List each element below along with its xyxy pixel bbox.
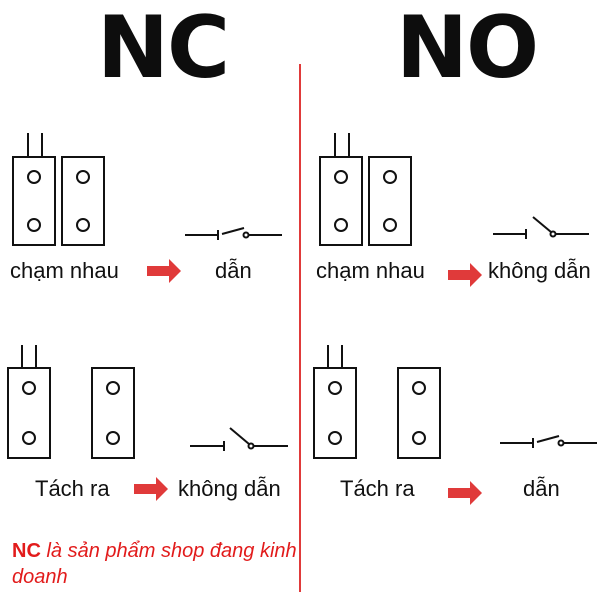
screw-hole bbox=[383, 218, 397, 232]
nc-row1-state-label: chạm nhau bbox=[10, 258, 119, 283]
magnet-block bbox=[368, 156, 412, 246]
sensor-block-wired bbox=[313, 367, 357, 459]
nc-switch-symbol-open bbox=[190, 427, 288, 451]
screw-hole bbox=[334, 170, 348, 184]
switch-pivot bbox=[247, 442, 255, 450]
nc-row1-result-label: dẫn bbox=[215, 258, 252, 283]
arrow-right-icon bbox=[448, 481, 482, 505]
nc-heading: NC bbox=[97, 0, 230, 98]
product-note: NC là sản phẩm shop đang kinh doanh bbox=[12, 538, 312, 590]
switch-lever bbox=[536, 435, 560, 443]
screw-hole bbox=[22, 431, 36, 445]
arrow-right-icon bbox=[448, 263, 482, 287]
screw-hole bbox=[334, 218, 348, 232]
no-switch-symbol-open bbox=[493, 216, 589, 239]
no-row1-result-label: không dẫn bbox=[488, 258, 591, 283]
switch-pivot bbox=[242, 231, 250, 239]
screw-hole bbox=[106, 381, 120, 395]
no-sensor-pair-touching bbox=[319, 133, 412, 246]
screw-hole bbox=[76, 170, 90, 184]
no-heading: NO bbox=[396, 0, 539, 98]
sensor-block-wired bbox=[12, 156, 56, 246]
screw-hole bbox=[76, 218, 90, 232]
magnet-block bbox=[397, 367, 441, 459]
switch-lever bbox=[229, 427, 250, 445]
arrow-right-icon bbox=[147, 259, 181, 283]
nc-switch-symbol-closed bbox=[185, 227, 282, 240]
switch-pivot bbox=[557, 439, 565, 447]
screw-hole bbox=[27, 218, 41, 232]
nc-sensor-pair-separated bbox=[7, 345, 135, 459]
arrow-right-icon bbox=[134, 477, 168, 501]
screw-hole bbox=[383, 170, 397, 184]
screw-hole bbox=[27, 170, 41, 184]
no-sensor-pair-separated bbox=[313, 345, 441, 459]
no-row2-result-label: dẫn bbox=[523, 476, 560, 501]
switch-lever bbox=[221, 227, 245, 235]
sensor-block-wired bbox=[319, 156, 363, 246]
screw-hole bbox=[328, 381, 342, 395]
switch-lever bbox=[532, 216, 552, 233]
no-switch-symbol-closed bbox=[500, 435, 597, 448]
screw-hole bbox=[106, 431, 120, 445]
no-row2-state-label: Tách ra bbox=[340, 476, 415, 501]
switch-pivot bbox=[549, 230, 557, 238]
note-text: là sản phẩm shop đang kinh doanh bbox=[12, 540, 297, 588]
center-divider bbox=[299, 64, 301, 592]
no-row1-state-label: chạm nhau bbox=[316, 258, 425, 283]
sensor-block-wired bbox=[7, 367, 51, 459]
magnet-block bbox=[61, 156, 105, 246]
nc-row2-state-label: Tách ra bbox=[35, 476, 110, 501]
screw-hole bbox=[412, 381, 426, 395]
note-highlight: NC bbox=[12, 540, 41, 562]
screw-hole bbox=[412, 431, 426, 445]
magnet-block bbox=[91, 367, 135, 459]
screw-hole bbox=[22, 381, 36, 395]
nc-row2-result-label: không dẫn bbox=[178, 476, 281, 501]
screw-hole bbox=[328, 431, 342, 445]
nc-sensor-pair-touching bbox=[12, 133, 105, 246]
